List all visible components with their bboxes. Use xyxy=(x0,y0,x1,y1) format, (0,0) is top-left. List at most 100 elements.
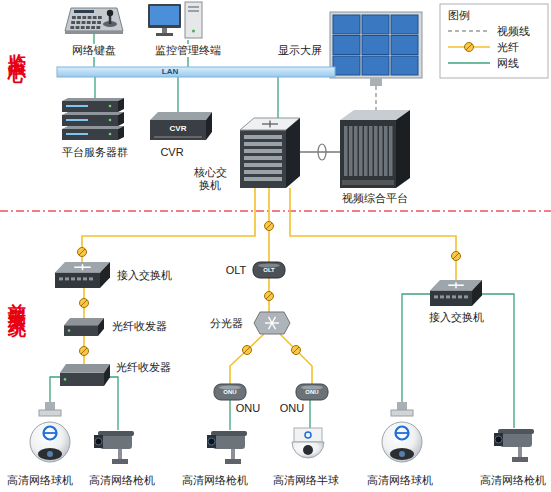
fiber-marker xyxy=(78,248,87,257)
device-icon xyxy=(64,318,104,336)
region-divider xyxy=(0,210,551,211)
icon-part xyxy=(396,110,410,188)
icon-part xyxy=(213,434,245,449)
icon-part xyxy=(74,10,94,13)
icon-part xyxy=(379,126,383,176)
icon-part xyxy=(390,448,414,460)
legend-video-sample xyxy=(448,30,490,31)
icon-part xyxy=(104,364,110,386)
legend-entry: 网线 xyxy=(497,57,519,70)
icon-part xyxy=(118,448,122,460)
device-icon xyxy=(28,402,72,470)
icon-part xyxy=(269,121,270,128)
icon-part xyxy=(185,2,202,38)
icon-part xyxy=(98,431,134,436)
icon-part xyxy=(518,446,522,458)
band-device: LAN xyxy=(57,67,335,77)
device-icon xyxy=(492,428,534,462)
icon-part xyxy=(148,4,181,28)
fiber-link xyxy=(230,334,264,384)
device-caption: 平台服务器群 xyxy=(62,146,128,159)
icon-part xyxy=(62,101,118,112)
icon-part xyxy=(109,133,112,136)
device-caption: 网络键盘 xyxy=(72,44,116,57)
region-title: 前端子系统 xyxy=(6,288,27,308)
device-caption: 光纤收发器 xyxy=(116,361,171,374)
icon-part xyxy=(65,277,69,280)
device-caption: 高清网络枪机 xyxy=(480,474,546,487)
icon-part xyxy=(219,386,241,390)
icon-part xyxy=(154,136,202,138)
icon-part xyxy=(472,280,482,306)
legend-fiber-marker xyxy=(465,43,474,52)
icon-part xyxy=(118,112,124,126)
icon-part xyxy=(44,427,57,440)
fiber-marker-body xyxy=(265,222,274,231)
icon-part xyxy=(98,318,104,336)
icon-part xyxy=(62,98,124,101)
fiber-marker xyxy=(265,292,274,301)
device-caption: 高清网络半球 xyxy=(273,474,339,487)
icon-part xyxy=(269,323,273,329)
device-caption: OLT xyxy=(263,267,275,273)
icon-part xyxy=(162,28,167,33)
keyboard-device: 网络键盘 xyxy=(65,6,123,34)
icon-part xyxy=(76,21,80,24)
device-caption: 光纤收发器 xyxy=(112,320,167,333)
icon-part xyxy=(342,180,394,185)
icon-part xyxy=(396,427,409,440)
network-cable xyxy=(94,77,95,98)
icon-part xyxy=(340,120,396,188)
device-caption: 监控管理终端 xyxy=(155,44,221,57)
network-cable xyxy=(402,294,430,402)
icon-part xyxy=(30,422,70,462)
icon-part xyxy=(211,431,247,436)
icon-part xyxy=(150,6,179,25)
icon-part xyxy=(374,126,378,176)
device-caption: 接入交换机 xyxy=(429,311,484,324)
fiber-marker-stripe xyxy=(81,348,87,354)
device-icon xyxy=(340,110,410,188)
device-caption: 高清网络枪机 xyxy=(182,474,248,487)
fiber-link xyxy=(280,334,312,384)
icon-part xyxy=(269,317,273,323)
icon-part xyxy=(77,277,81,280)
icon-part xyxy=(391,36,418,55)
fiber-marker xyxy=(265,222,274,231)
icon-part xyxy=(71,21,75,24)
icon-part xyxy=(82,21,86,24)
icon-part xyxy=(59,277,63,280)
icon-part xyxy=(39,410,61,416)
icon-part xyxy=(94,435,103,448)
fiber-link xyxy=(290,188,456,280)
icon-part xyxy=(98,16,102,19)
core-device: 核心交 换机 xyxy=(240,118,300,188)
icon-part xyxy=(100,262,110,288)
device-caption: ONU xyxy=(236,402,260,415)
icon-part xyxy=(244,170,282,174)
switch-device: 接入交换机 xyxy=(55,262,110,288)
icon-part xyxy=(305,432,311,438)
fiber-marker-stripe xyxy=(81,300,87,306)
icon-part xyxy=(92,21,96,24)
icon-part xyxy=(364,126,368,176)
icon-part xyxy=(500,432,532,447)
network-cable xyxy=(177,77,178,112)
network-cable xyxy=(309,400,310,428)
device-caption: 接入交换机 xyxy=(117,269,172,282)
icon-part xyxy=(207,435,216,448)
icon-part xyxy=(64,325,98,336)
device-caption: 显示大屏 xyxy=(278,44,322,57)
icon-part xyxy=(389,126,393,176)
icon-part xyxy=(109,105,112,108)
icon-part xyxy=(60,364,110,373)
icon-part xyxy=(240,130,286,188)
icon-part xyxy=(91,26,95,29)
icon-part xyxy=(362,15,389,34)
icon-part xyxy=(77,16,81,19)
fiber-marker xyxy=(292,346,301,355)
platform-device: 视频综合平台 xyxy=(340,110,410,188)
icon-part xyxy=(66,119,88,121)
icon-part xyxy=(231,448,235,460)
icon-part xyxy=(57,67,335,77)
